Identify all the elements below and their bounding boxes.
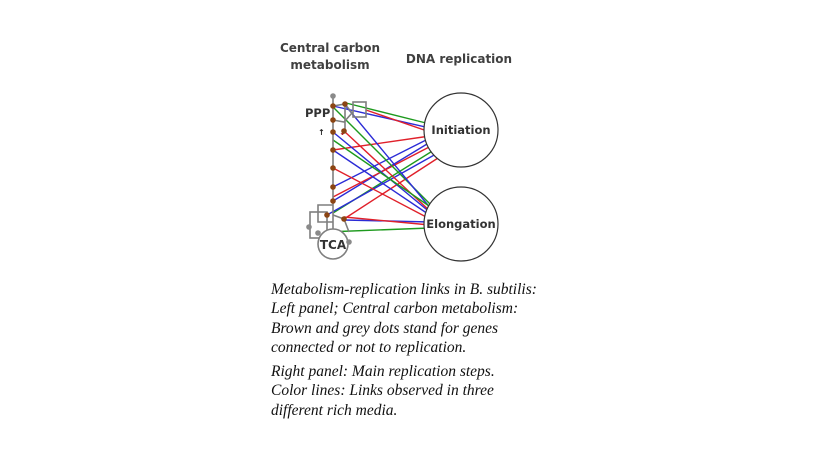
caption-line: Left panel; Central carbon metabolism: bbox=[271, 300, 519, 318]
brown-gene-dots bbox=[324, 101, 348, 222]
caption-line: connected or not to replication. bbox=[271, 338, 467, 356]
link-line-blue bbox=[332, 149, 432, 217]
link-line-red bbox=[365, 109, 431, 133]
brown-gene-dot bbox=[324, 212, 330, 218]
tca-label: TCA bbox=[320, 238, 347, 252]
link-line-red bbox=[332, 135, 431, 151]
link-line-blue bbox=[344, 104, 433, 211]
figure-caption-part2: Right panel: Main replication steps. Col… bbox=[271, 362, 591, 420]
link-line-red bbox=[343, 216, 431, 226]
caption-line: Color lines: Links observed in three bbox=[271, 382, 494, 400]
brown-gene-dot bbox=[330, 103, 336, 109]
brown-gene-dot bbox=[330, 147, 336, 153]
figure-caption-part1: Metabolism-replication links in B. subti… bbox=[271, 280, 591, 357]
central-carbon-header: Central carbon metabolism bbox=[270, 40, 390, 74]
link-line-green bbox=[345, 102, 431, 125]
caption-line: Metabolism-replication links in B. subti… bbox=[271, 281, 537, 298]
pathway-ppp-box bbox=[352, 101, 367, 118]
pathway-upper-branch bbox=[332, 103, 354, 123]
caption-line: Brown and grey dots stand for genes bbox=[271, 319, 499, 337]
link-line-blue bbox=[332, 136, 433, 188]
elongation-label: Elongation bbox=[426, 217, 495, 231]
pathway-lower-loop bbox=[317, 204, 333, 223]
grey-gene-dot bbox=[346, 239, 352, 245]
initiation-node bbox=[423, 92, 499, 168]
brown-gene-dot bbox=[342, 101, 348, 107]
brown-gene-dot bbox=[330, 117, 336, 123]
link-line-green bbox=[332, 139, 433, 209]
ppp-label: PPP bbox=[305, 106, 330, 120]
brown-gene-dot bbox=[341, 216, 347, 222]
grey-gene-dot bbox=[306, 224, 312, 230]
link-line-blue bbox=[326, 153, 437, 216]
brown-gene-dot bbox=[341, 128, 347, 134]
link-line-red bbox=[332, 167, 431, 220]
up-arrow-icon: ↑ bbox=[318, 128, 325, 137]
grey-gene-dot bbox=[330, 93, 336, 99]
brown-gene-dot bbox=[330, 198, 336, 204]
initiation-label: Initiation bbox=[431, 123, 490, 137]
elongation-node bbox=[423, 186, 499, 262]
link-line-red bbox=[343, 130, 432, 213]
link-line-blue bbox=[332, 131, 433, 215]
brown-gene-dot bbox=[330, 129, 336, 135]
dna-replication-header: DNA replication bbox=[405, 52, 513, 66]
link-line-red bbox=[332, 144, 434, 198]
caption-line: Right panel: Main replication steps. bbox=[271, 363, 495, 380]
grey-gene-dot bbox=[315, 230, 321, 236]
central-carbon-header-line1: Central carbon bbox=[279, 41, 381, 55]
caption-line: different rich media. bbox=[271, 401, 398, 419]
brown-gene-dot bbox=[330, 165, 336, 171]
grey-gene-dots bbox=[306, 93, 352, 245]
link-line-green bbox=[325, 227, 431, 233]
central-carbon-header-line2: metabolism bbox=[290, 58, 370, 72]
brown-gene-dot bbox=[330, 184, 336, 190]
